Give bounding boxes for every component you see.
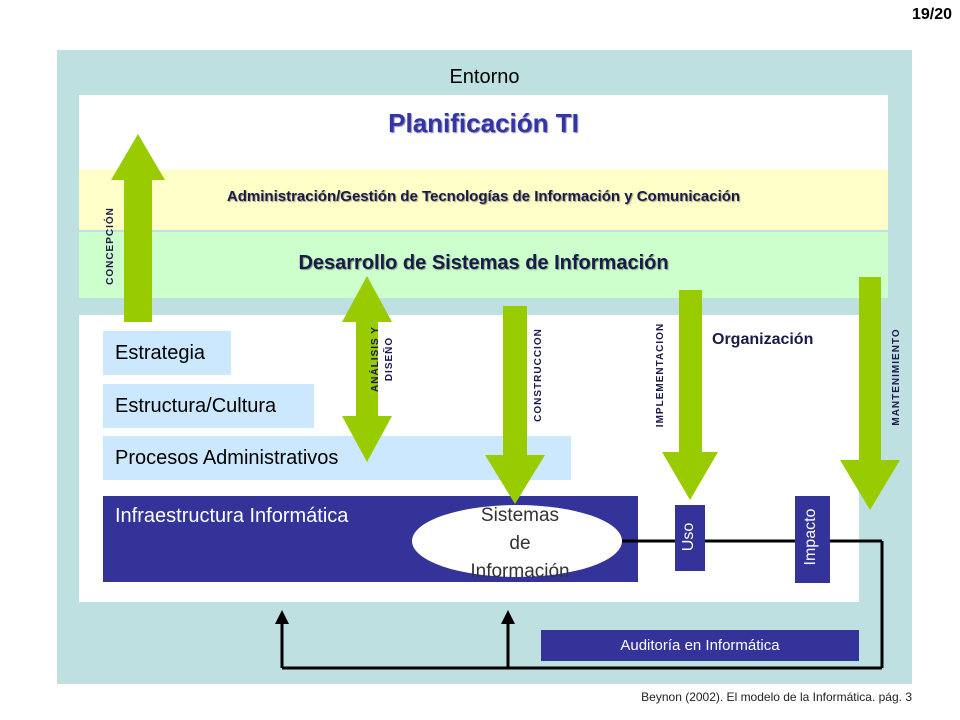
implementacion-label: IMPLEMENTACION: [655, 322, 666, 428]
planificacion-title: Planificación TI: [388, 108, 579, 138]
sistemas-line-1: Sistemas: [480, 505, 560, 526]
footer-citation: Beynon (2002). El modelo de la Informáti…: [641, 690, 912, 704]
estrategia-box: Estrategia: [103, 331, 231, 375]
sistemas-line-2: de: [509, 533, 531, 554]
sistemas-label: Sistemas de Información: [440, 502, 600, 586]
analisis-label-2: DISEÑO: [384, 336, 395, 382]
auditoria-box: Auditoría en Informática: [541, 630, 859, 661]
mantenimiento-label: MANTENIMIENTO: [891, 328, 902, 426]
admin-band: [79, 170, 888, 230]
organizacion-label: Organización: [712, 331, 814, 348]
construccion-label: CONSTRUCCION: [533, 328, 544, 422]
implementacion-arrow: [662, 290, 718, 500]
impacto-box: [795, 496, 830, 583]
analisis-arrow: [342, 276, 392, 462]
concepcion-arrow: [111, 134, 165, 322]
entorno-label: Entorno: [449, 66, 520, 88]
construccion-arrow: [485, 306, 545, 504]
page-number: 19/20: [911, 6, 952, 23]
mantenimiento-arrow: [840, 277, 900, 510]
estructura-box: Estructura/Cultura: [103, 384, 314, 428]
uso-box: [675, 505, 705, 571]
desarrollo-band: [79, 232, 888, 298]
infraestructura-label: Infraestructura Informática: [115, 505, 349, 527]
planificacion-panel: [79, 95, 888, 170]
analisis-label-1: ANÁLISIS Y: [370, 326, 381, 392]
desarrollo-band-label: Desarrollo de Sistemas de Información: [298, 252, 669, 274]
sistemas-ellipse: [412, 505, 622, 577]
concepcion-label: CONCEPCIÓN: [105, 207, 116, 285]
admin-band-label: Administración/Gestión de Tecnologías de…: [226, 188, 741, 205]
sistemas-line-3: Información: [470, 561, 570, 582]
